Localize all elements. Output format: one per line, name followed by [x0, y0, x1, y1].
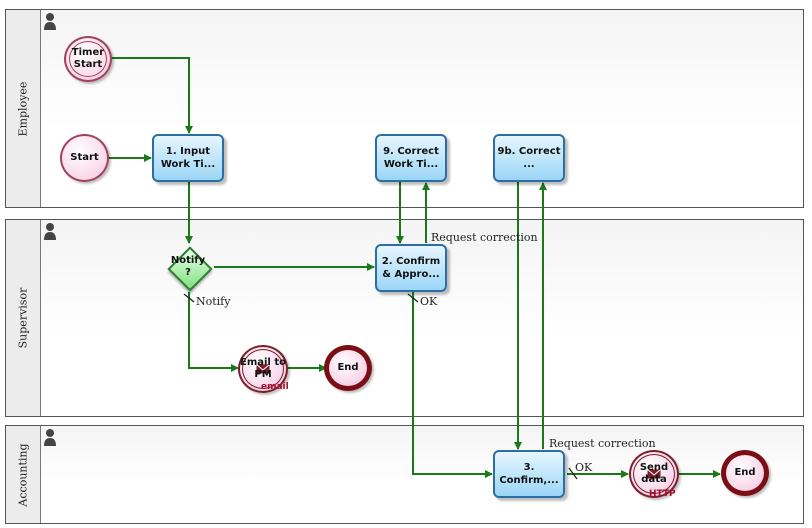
end-supervisor-label: End	[337, 362, 359, 373]
task-confirm-approve-label: 2. Confirm & Appro...	[381, 256, 441, 280]
lane-header-accounting: Accounting	[6, 426, 41, 523]
task-confirm-approve[interactable]: 2. Confirm & Appro...	[375, 244, 447, 292]
envelope-icon	[256, 364, 270, 374]
http-badge: HTTP	[649, 489, 676, 499]
person-icon	[44, 223, 56, 240]
task-confirm-accounting-label: 3. Confirm,...	[499, 462, 559, 486]
task-confirm-accounting[interactable]: 3. Confirm,...	[493, 450, 565, 498]
task-correct-b-label: 9b. Correct ...	[497, 146, 561, 170]
gateway-notify[interactable]: Notify ?	[167, 246, 213, 292]
person-icon	[44, 429, 56, 446]
gateway-notify-label: Notify ?	[170, 255, 206, 278]
flow-label-ok-accounting: OK	[575, 461, 593, 474]
send-data-event[interactable]: Send data HTTP	[629, 450, 679, 499]
end-event-accounting[interactable]: End	[721, 450, 769, 496]
lane-accounting: Accounting	[5, 425, 804, 524]
email-pm-event[interactable]: Email to PM email	[238, 345, 289, 393]
lane-label-accounting: Accounting	[16, 442, 30, 507]
email-badge: email	[261, 382, 289, 392]
start-event[interactable]: Start	[60, 134, 109, 182]
task-input-work-time-label: 1. Input Work Ti...	[160, 146, 216, 170]
end-accounting-label: End	[734, 467, 756, 478]
task-input-work-time[interactable]: 1. Input Work Ti...	[152, 134, 224, 182]
flow-label-notify: Notify	[196, 295, 231, 308]
lane-header-supervisor: Supervisor	[6, 220, 41, 416]
person-icon	[44, 13, 56, 30]
lane-header-employee: Employee	[6, 10, 41, 207]
task-correct-work-time-label: 9. Correct Work Ti...	[383, 146, 439, 170]
lane-label-supervisor: Supervisor	[16, 287, 30, 349]
email-pm-label: Email to PM	[240, 357, 286, 380]
task-correct-work-time[interactable]: 9. Correct Work Ti...	[375, 134, 447, 182]
start-label: Start	[70, 152, 99, 163]
flow-label-ok-supervisor: OK	[420, 295, 438, 308]
timer-start-label: Timer Start	[71, 47, 105, 70]
end-event-supervisor[interactable]: End	[324, 345, 372, 391]
send-data-label: Send data	[639, 462, 669, 485]
flow-label-request-correction-2: Request correction	[549, 437, 656, 450]
envelope-icon	[647, 469, 661, 479]
lane-label-employee: Employee	[16, 81, 30, 136]
flow-label-request-correction-1: Request correction	[431, 231, 538, 244]
task-correct-b[interactable]: 9b. Correct ...	[493, 134, 565, 182]
timer-start-event[interactable]: Timer Start	[64, 36, 112, 82]
